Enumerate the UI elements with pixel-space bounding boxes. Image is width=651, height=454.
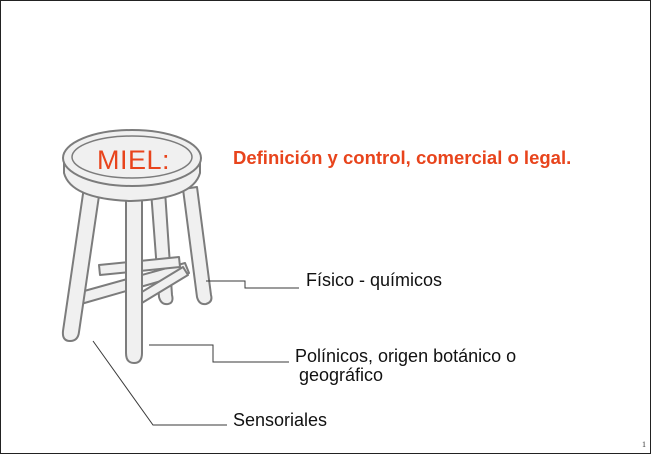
connector-polinicos	[149, 344, 289, 363]
label-fisico-quimicos: Físico - químicos	[306, 270, 443, 290]
page-number: 1	[642, 440, 646, 449]
seat-label: MIEL:	[97, 145, 171, 175]
label-polinicos-line2: geográfico	[299, 364, 384, 385]
label-polinicos: Polínicos, origen botánico o geográfico	[295, 347, 516, 385]
label-sensoriales: Sensoriales	[233, 410, 328, 430]
stool-left-leg	[61, 186, 101, 342]
connector-fisico-quimicos	[206, 280, 299, 289]
label-polinicos-line1: Polínicos, origen botánico o	[295, 346, 517, 366]
stool-seat-top	[62, 129, 202, 187]
stool-center-leg	[125, 192, 143, 364]
stool-right-leg	[182, 186, 213, 306]
connector-sensoriales	[92, 340, 227, 426]
stool-seat-inner	[71, 135, 193, 179]
slide-headline: Definición y control, comercial o legal.	[233, 147, 572, 168]
